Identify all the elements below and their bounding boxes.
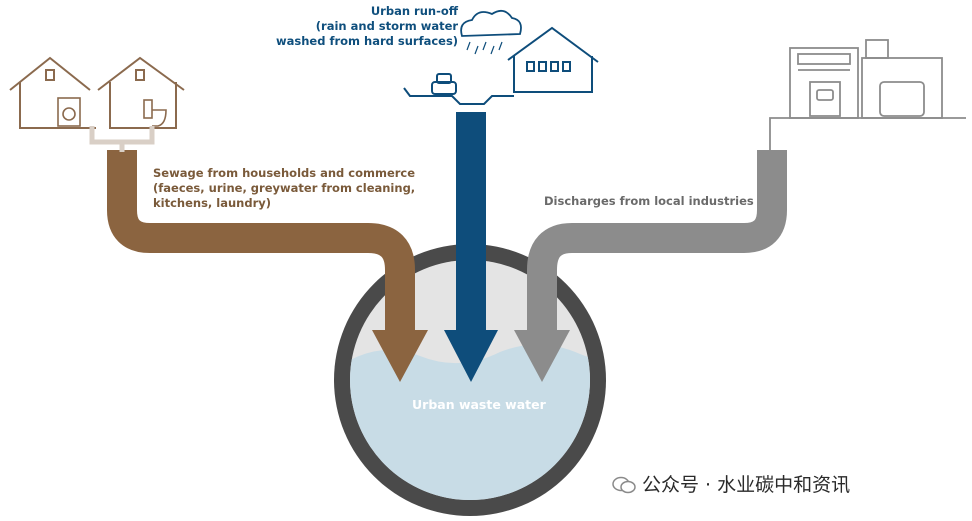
- household-drains: [89, 126, 155, 152]
- urban-house-icon: [507, 26, 599, 93]
- street: [403, 87, 514, 105]
- industry-pipe: [514, 150, 787, 382]
- sewage-line-3: kitchens, laundry): [153, 196, 272, 210]
- sewage-label: Sewage from households and commerce (fae…: [153, 166, 415, 211]
- runoff-line-3: washed from hard surfaces): [276, 34, 459, 48]
- sewage-pipe: [107, 150, 428, 382]
- wechat-icon: [612, 476, 636, 494]
- industry-label: Discharges from local industries: [544, 194, 754, 208]
- cloud-rain-icon: [460, 9, 522, 55]
- car-icon: [431, 73, 457, 95]
- factory-icon: [769, 39, 966, 150]
- watermark: 公众号 · 水业碳中和资讯: [612, 470, 850, 497]
- sewage-line-2: (faeces, urine, greywater from cleaning,: [153, 181, 416, 195]
- tank-label: Urban waste water: [412, 397, 546, 412]
- toilet-icon: [143, 99, 167, 127]
- runoff-pipe: [444, 112, 498, 382]
- runoff-title: Urban run-off: [370, 4, 459, 18]
- runoff-line-2: (rain and storm water: [315, 19, 459, 33]
- house-icon: [9, 56, 185, 129]
- watermark-text: 公众号 · 水业碳中和资讯: [642, 474, 851, 496]
- sewage-title: Sewage from households and commerce: [153, 166, 416, 180]
- washing-machine-icon: [57, 97, 81, 127]
- runoff-label: Urban run-off (rain and storm water wash…: [276, 4, 458, 49]
